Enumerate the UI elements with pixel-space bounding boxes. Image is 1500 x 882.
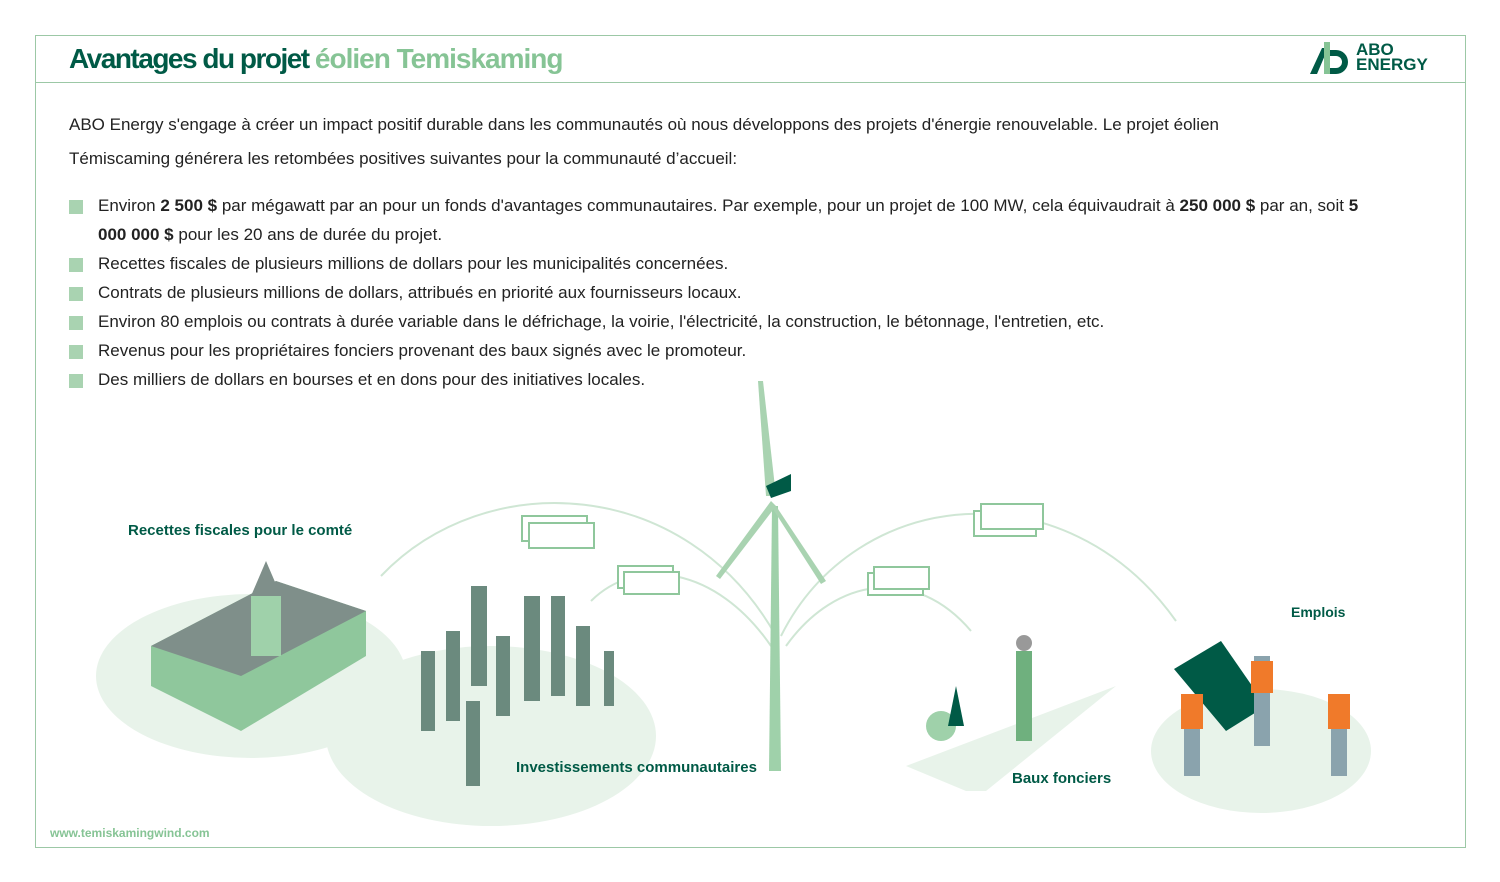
t: par mégawatt par an pour un fonds d'avan… <box>217 196 1180 215</box>
title-light: éolien Temiskaming <box>314 43 564 74</box>
benefit-item: Contrats de plusieurs millions de dollar… <box>69 278 1369 307</box>
bullet-square-icon <box>69 374 83 388</box>
amount: 2 500 $ <box>160 196 218 215</box>
logo-mark-icon <box>1310 42 1348 74</box>
benefits-list: Environ 2 500 $ par mégawatt par an pour… <box>69 191 1369 394</box>
amount: 250 000 $ <box>1179 196 1256 215</box>
logo-text-1: ABO <box>1356 40 1394 59</box>
people-icon <box>421 586 614 786</box>
logo-text-2: ENERGY <box>1356 55 1428 74</box>
money-icon <box>521 503 1044 596</box>
label-community: Investissements communautaires <box>516 759 757 776</box>
t: Recettes fiscales de plusieurs millions … <box>98 254 729 273</box>
t: Contrats de plusieurs millions de dollar… <box>98 283 742 302</box>
benefit-item: Environ 2 500 $ par mégawatt par an pour… <box>69 191 1369 249</box>
benefit-item: Environ 80 emplois ou contrats à durée v… <box>69 307 1369 336</box>
bullet-square-icon <box>69 287 83 301</box>
header: Avantages du projet éolien Temiskaming A… <box>36 36 1465 83</box>
label-jobs: Emplois <box>1291 604 1346 620</box>
benefit-item: Revenus pour les propriétaires fonciers … <box>69 336 1369 365</box>
building-icon <box>151 561 366 731</box>
bullet-square-icon <box>69 316 83 330</box>
bullet-square-icon <box>69 258 83 272</box>
title-dark: Avantages du projet <box>69 43 310 74</box>
intro-text: ABO Energy s'engage à créer un impact po… <box>69 115 1219 168</box>
wind-turbine-icon <box>716 381 826 771</box>
illustration <box>96 381 1371 826</box>
label-tax: Recettes fiscales pour le comté <box>128 522 353 539</box>
website-link[interactable]: www.temiskamingwind.com <box>50 826 210 840</box>
benefit-item: Des milliers de dollars en bourses et en… <box>69 365 1369 394</box>
landowner-icon <box>926 635 1032 741</box>
t: Environ <box>98 196 161 215</box>
t: Environ 80 emplois ou contrats à durée v… <box>98 312 1105 331</box>
t: par an, soit <box>1255 196 1349 215</box>
infographic-frame: Avantages du projet éolien Temiskaming A… <box>35 35 1466 848</box>
t: pour les 20 ans de durée du projet. <box>173 225 443 244</box>
amount: 5 000 000 $ <box>98 196 1359 244</box>
workers-icon <box>1174 641 1350 776</box>
t: Des milliers de dollars en bourses et en… <box>98 370 646 389</box>
label-land: Baux fonciers <box>1012 770 1112 787</box>
benefit-item: Recettes fiscales de plusieurs millions … <box>69 249 1369 278</box>
page-title: Avantages du projet éolien Temiskaming <box>69 43 564 75</box>
bullet-square-icon <box>69 345 83 359</box>
t: Revenus pour les propriétaires fonciers … <box>98 341 747 360</box>
bullet-square-icon <box>69 200 83 214</box>
